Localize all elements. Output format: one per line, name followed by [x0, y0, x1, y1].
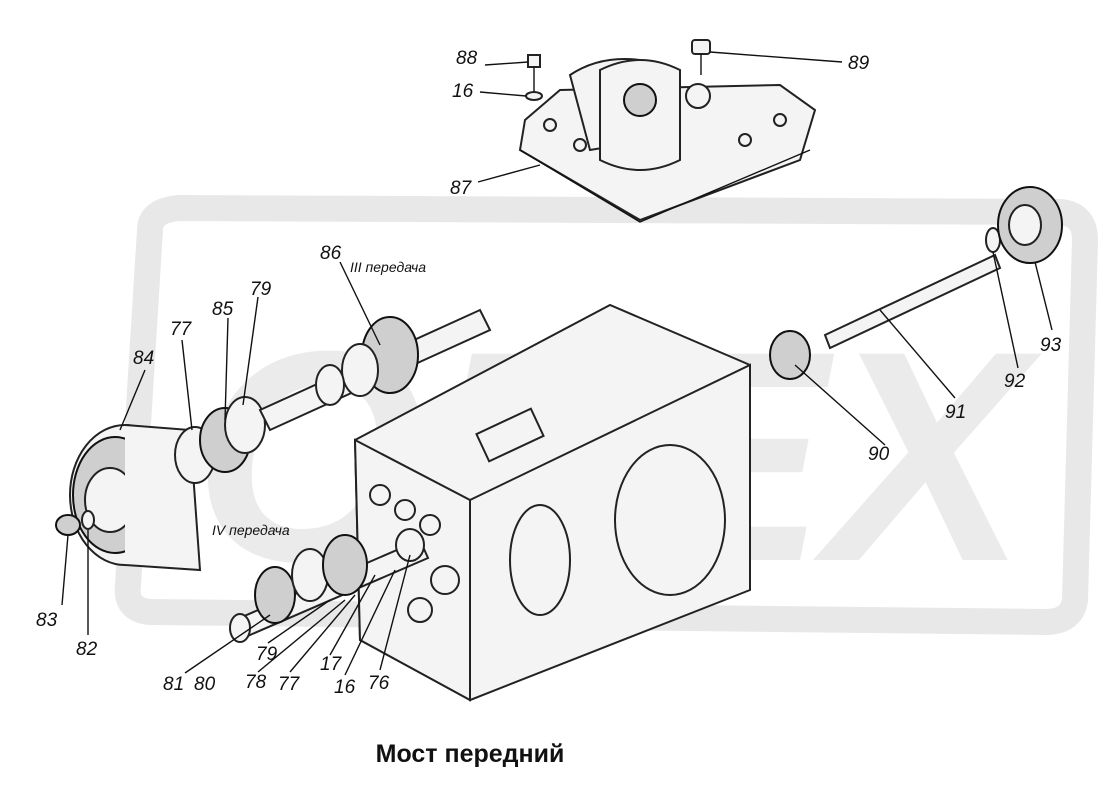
- callout-labels: 88 89 16 87 86 85 79 77 84 83 82 81 80 7…: [36, 48, 1062, 698]
- callout-80: 80: [194, 674, 216, 695]
- fourth-gear-label: IV передача: [212, 522, 290, 538]
- callout-83: 83: [36, 610, 58, 631]
- callout-84: 84: [133, 348, 154, 369]
- callout-92: 92: [1004, 371, 1026, 392]
- callout-16-bottom: 16: [334, 677, 356, 698]
- callout-79-top: 79: [250, 279, 272, 300]
- bolt-88: [527, 54, 541, 92]
- drum-84: [69, 424, 202, 572]
- callout-90: 90: [868, 444, 890, 465]
- coupling-90: [769, 330, 811, 380]
- callout-91: 91: [945, 402, 966, 423]
- callout-76: 76: [368, 673, 390, 694]
- leader-lines: [61, 51, 1053, 676]
- callout-77-bottom: 77: [278, 674, 301, 695]
- callout-78: 78: [245, 672, 267, 693]
- callout-17: 17: [320, 654, 343, 675]
- callout-82: 82: [76, 639, 98, 660]
- nut-83: [55, 514, 81, 536]
- washer-16-top: [525, 91, 543, 101]
- callout-89: 89: [848, 53, 870, 74]
- callout-16-top: 16: [452, 81, 474, 102]
- third-gear-label: III передача: [350, 259, 426, 275]
- gear-93: [997, 186, 1063, 264]
- breather-89: [691, 39, 711, 75]
- callout-87: 87: [450, 178, 473, 199]
- callout-79-bottom: 79: [256, 644, 278, 665]
- callout-85: 85: [212, 299, 234, 320]
- callout-88: 88: [456, 48, 478, 69]
- callout-77-top: 77: [170, 319, 193, 340]
- callout-93: 93: [1040, 335, 1062, 356]
- callout-86: 86: [320, 243, 342, 264]
- bearing-77-85-79: [174, 396, 266, 484]
- shaft-91: [823, 253, 1002, 350]
- callout-81: 81: [163, 674, 184, 695]
- diagram-caption: Мост передний: [375, 740, 565, 768]
- gearbox-housing: [353, 303, 752, 702]
- shaft-fourth-gear: [229, 528, 430, 643]
- top-cover: [518, 58, 817, 223]
- washer-82: [81, 510, 95, 530]
